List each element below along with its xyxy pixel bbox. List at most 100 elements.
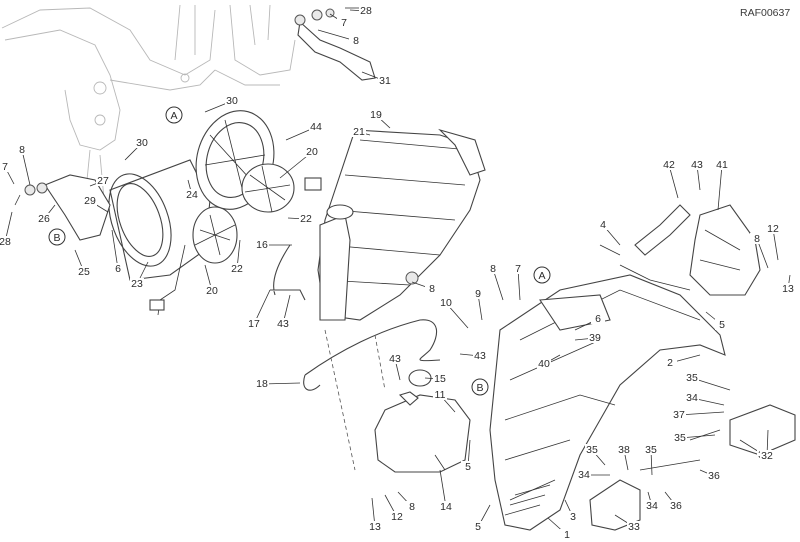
frame-outline: [1, 4, 296, 211]
callout-label-bg: [37, 213, 51, 224]
reference-marker-a: A: [538, 270, 545, 282]
callout-label-bg: [359, 5, 373, 16]
callout-label-11: 11: [435, 389, 446, 401]
callout-label-bg: [673, 432, 687, 443]
callout-label-8: 8: [353, 35, 359, 47]
callout-label-bg: [83, 195, 97, 206]
callout-leader-42-40: [668, 164, 679, 199]
callout-label-35: 35: [674, 432, 686, 444]
callout-label-35: 35: [645, 444, 657, 456]
callout-label-bg: [715, 159, 729, 170]
callout-label-bg: [77, 266, 91, 277]
callout-label-bg: [305, 146, 319, 157]
callout-label-27: 27: [97, 175, 109, 187]
callout-leader-14-63: [439, 469, 447, 508]
callout-label-28: 28: [0, 236, 11, 248]
callout-label-bg: [591, 313, 605, 324]
callout-label-4: 4: [600, 219, 606, 231]
callout-label-32: 32: [761, 450, 773, 462]
callout-label-bg: [663, 357, 677, 368]
callout-label-bg: [672, 409, 686, 420]
callout-label-31: 31: [379, 75, 391, 87]
callout-label-20: 20: [206, 285, 218, 297]
callout-label-8: 8: [490, 263, 496, 275]
callout-label-bg: [111, 263, 125, 274]
callout-label-bg: [433, 389, 447, 400]
callout-label-23: 23: [131, 278, 143, 290]
callout-leader-12-43: [772, 228, 779, 261]
callout-label-bg: [461, 461, 475, 472]
callout-label-bg: [685, 372, 699, 383]
callout-label-bg: [577, 469, 591, 480]
callout-label-5: 5: [475, 521, 481, 533]
fan-assembly-right: [195, 110, 322, 213]
callout-label-bg: [0, 161, 12, 172]
callout-label-bg: [276, 318, 290, 329]
callout-label-41: 41: [716, 159, 728, 171]
callout-label-5: 5: [465, 461, 471, 473]
callout-label-bg: [185, 189, 199, 200]
callout-label-bg: [405, 501, 419, 512]
callout-label-bg: [588, 332, 602, 343]
callout-leader-41-42: [717, 164, 723, 211]
callout-label-40: 40: [538, 358, 550, 370]
callout-label-43: 43: [474, 350, 486, 362]
callout-label-19: 19: [370, 109, 382, 121]
callout-label-9: 9: [475, 288, 481, 300]
callout-label-bg: [560, 529, 574, 540]
reference-marker-circle: [471, 378, 489, 396]
callout-leader-6-17: [111, 229, 119, 270]
callout-label-bg: [662, 159, 676, 170]
lower-covers: [589, 404, 796, 531]
callout-label-bg: [96, 175, 110, 186]
callout-label-bg: [566, 511, 580, 522]
callout-label-bg: [309, 121, 323, 132]
callout-label-bg: [205, 285, 219, 296]
fairing-panel: [489, 244, 726, 531]
callout-label-14: 14: [440, 501, 452, 513]
callout-label-44: 44: [310, 121, 322, 133]
callout-label-bg: [537, 358, 551, 369]
callout-label-bg: [225, 95, 239, 106]
callout-label-5: 5: [719, 319, 725, 331]
hose-lines: [270, 244, 441, 471]
callout-label-42: 42: [663, 159, 675, 171]
callout-label-bg: [511, 263, 525, 274]
callout-label-bg: [471, 521, 485, 532]
reference-marker-circle: [48, 228, 66, 246]
reference-marker-a: A: [170, 110, 177, 122]
reference-marker-b: B: [476, 382, 483, 394]
callout-label-1: 1: [564, 529, 570, 541]
callout-label-bg: [378, 75, 392, 86]
callout-label-35: 35: [586, 444, 598, 456]
callout-label-bg: [349, 35, 363, 46]
callout-label-bg: [135, 137, 149, 148]
callout-leader-7-35: [517, 268, 521, 301]
callout-label-bg: [669, 500, 683, 511]
callout-label-bg: [760, 450, 774, 461]
callout-label-13: 13: [369, 521, 381, 533]
callout-label-bg: [486, 263, 500, 274]
callout-label-20: 20: [306, 146, 318, 158]
callout-label-33: 33: [628, 521, 640, 533]
callout-label-8: 8: [409, 501, 415, 513]
callout-label-bg: [433, 373, 447, 384]
callout-label-13: 13: [782, 283, 794, 295]
callout-label-43: 43: [691, 159, 703, 171]
callout-label-bg: [685, 392, 699, 403]
callout-label-bg: [690, 159, 704, 170]
callout-label-bg: [781, 283, 795, 294]
callout-label-12: 12: [391, 511, 403, 523]
callout-label-17: 17: [248, 318, 260, 330]
top-bracket: [294, 7, 376, 81]
callout-label-bg: [439, 501, 453, 512]
callout-label-bg: [230, 263, 244, 274]
callout-label-15: 15: [434, 373, 446, 385]
callout-label-bg: [15, 144, 29, 155]
callout-label-30: 30: [136, 137, 148, 149]
callout-label-2: 2: [667, 357, 673, 369]
